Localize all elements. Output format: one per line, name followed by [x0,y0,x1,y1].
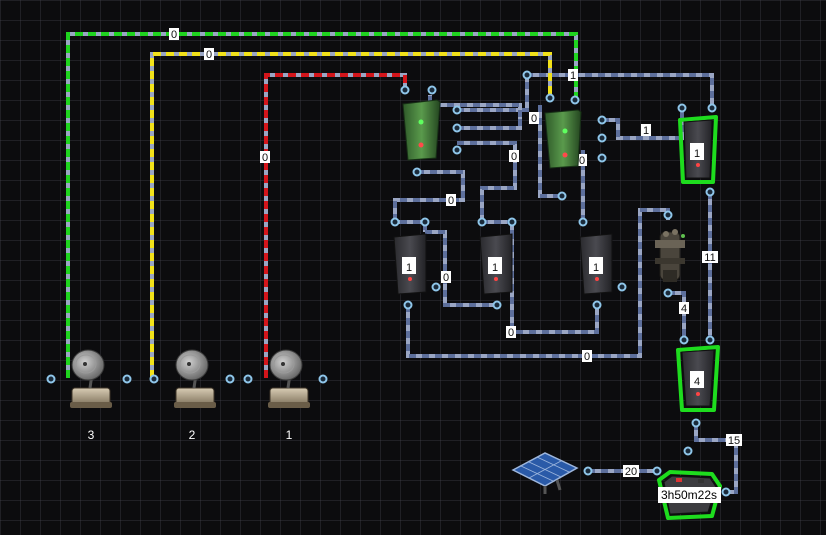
wire-green [66,32,578,378]
svg-text:15: 15 [728,435,740,447]
label-bottom-0a[interactable]: 0 [506,326,516,339]
label-mid-0b[interactable]: 0 [509,150,519,163]
svg-text:1: 1 [492,262,498,274]
transmitter-1[interactable] [268,349,310,408]
transmitter-3[interactable] [70,349,112,408]
label-mid-0d[interactable]: 0 [446,194,456,207]
battery-left[interactable]: 1 [393,233,427,295]
solar-panel[interactable] [511,452,579,494]
svg-text:0: 0 [206,49,212,61]
label-mid-0e[interactable]: 0 [441,271,451,284]
battery-lower-right[interactable]: 4 [676,345,720,412]
label-green[interactable]: 0 [169,28,179,41]
battery-bank-time: 3h50m22s [661,488,717,502]
relay-switch-1[interactable] [402,99,441,161]
repeater-device[interactable] [655,229,685,282]
svg-text:0: 0 [511,151,517,163]
ports[interactable] [46,70,731,497]
svg-text:0: 0 [584,351,590,363]
svg-text:11: 11 [704,252,715,264]
battery-middle[interactable]: 1 [479,233,513,295]
svg-text:0: 0 [508,327,514,339]
svg-text:1: 1 [406,262,412,274]
svg-text:20: 20 [625,466,637,478]
svg-text:4: 4 [694,376,700,388]
label-right-1[interactable]: 1 [641,124,651,137]
svg-text:0: 0 [579,155,585,167]
svg-text:1: 1 [593,262,599,274]
label-right-11[interactable]: 11 [702,251,718,264]
label-solar-20[interactable]: 20 [623,465,639,478]
wire-red [264,73,407,378]
svg-text:0: 0 [531,113,537,125]
label-right-15[interactable]: 15 [726,434,742,447]
svg-text:1: 1 [643,125,649,137]
svg-text:0: 0 [448,195,454,207]
label-mid-0a[interactable]: 0 [529,112,539,125]
battery-top-right[interactable]: 1 [678,115,718,184]
battery-right[interactable]: 1 [579,233,613,295]
wire-yellow [150,52,552,378]
svg-text:1: 1 [570,70,576,82]
transmitter-2-label: 2 [189,428,196,442]
transmitter-2[interactable] [174,349,216,408]
transmitter-1-label: 1 [286,428,293,442]
svg-text:4: 4 [681,303,687,315]
svg-text:0: 0 [171,29,177,41]
label-red[interactable]: 0 [260,151,270,164]
svg-text:1: 1 [694,148,700,160]
wire-labels: 0 0 0 1 1 0 0 0 0 0 0 0 11 4 15 20 [169,28,742,478]
svg-text:0: 0 [443,272,449,284]
label-yellow[interactable]: 0 [204,48,214,61]
battery-bank[interactable]: 3h50m22s [657,470,722,520]
label-mid-0c[interactable]: 0 [577,154,587,167]
label-bottom-0[interactable]: 0 [582,350,592,363]
svg-text:0: 0 [262,152,268,164]
relay-switch-2[interactable] [544,109,582,169]
label-right-4[interactable]: 4 [679,302,689,315]
transmitter-3-label: 3 [88,428,95,442]
label-top-1[interactable]: 1 [568,69,578,82]
